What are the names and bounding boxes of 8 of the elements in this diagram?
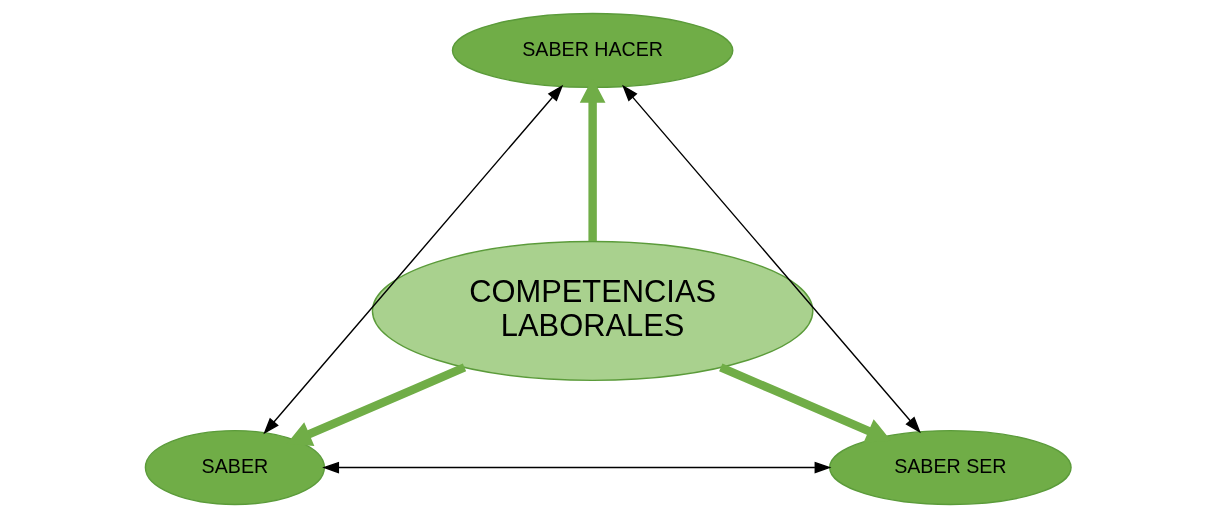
arrow xyxy=(321,461,831,474)
node-ellipse: SABER xyxy=(144,429,325,506)
node-ellipse: SABER HACER xyxy=(451,12,733,89)
arrow xyxy=(262,84,563,435)
node-ellipse: COMPETENCIAS LABORALES xyxy=(371,240,814,382)
node-ellipse: SABER SER xyxy=(828,429,1072,506)
arrow xyxy=(718,363,891,443)
arrow xyxy=(621,84,921,434)
